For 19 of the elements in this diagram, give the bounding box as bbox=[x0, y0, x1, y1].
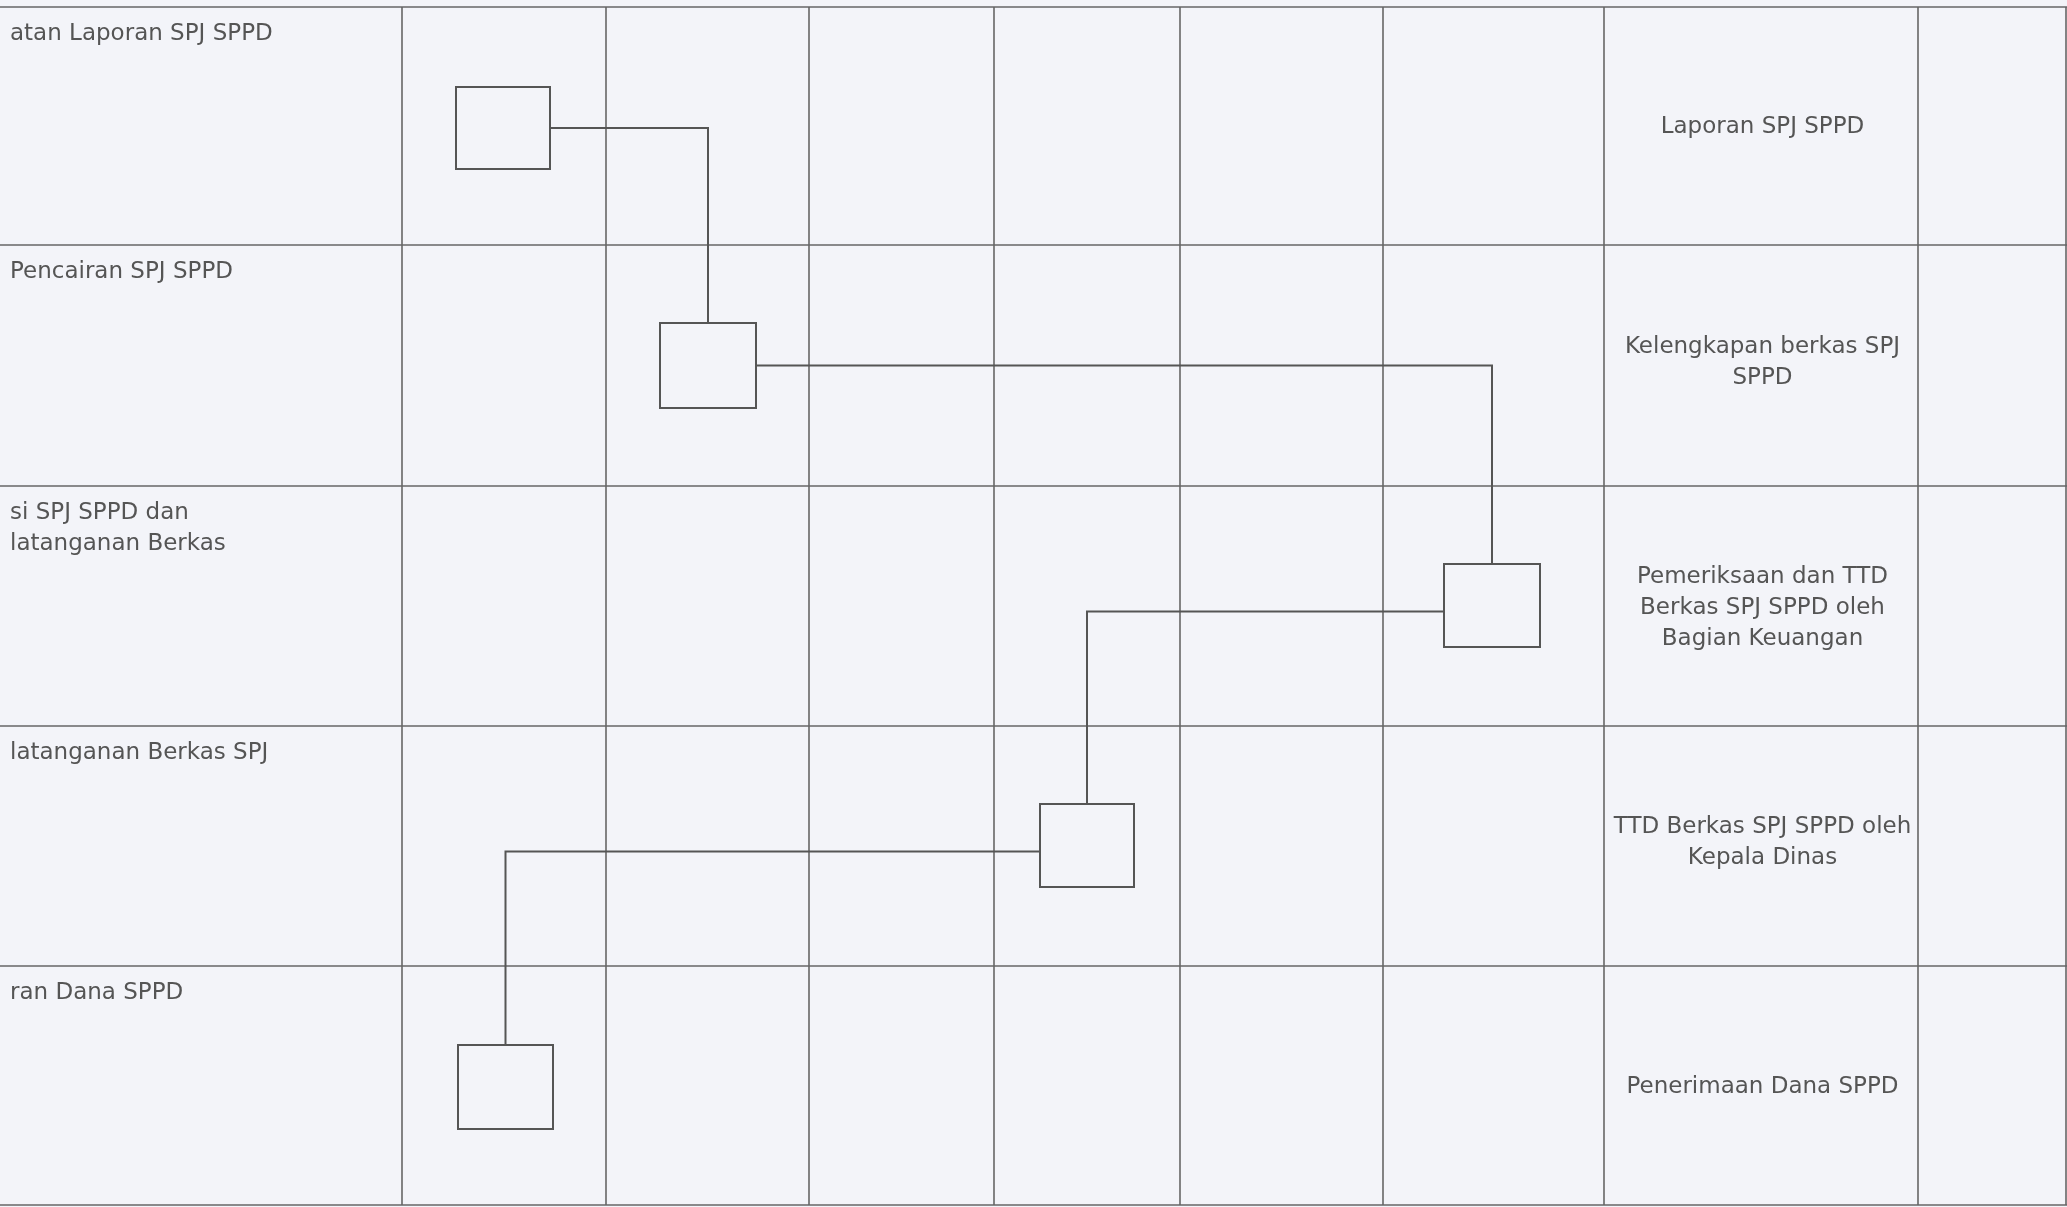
output-label: Laporan SPJ SPPD bbox=[1659, 111, 1866, 140]
connector-line bbox=[504, 850, 1040, 1045]
process-box bbox=[457, 1044, 554, 1130]
output-label: Kelengkapan berkas SPJ SPPD bbox=[1623, 331, 1902, 391]
output-label: Penerimaan Dana SPPD bbox=[1625, 1071, 1900, 1100]
output-label: TTD Berkas SPJ SPPD oleh Kepala Dinas bbox=[1612, 811, 1913, 871]
activity-label: atan Laporan SPJ SPPD bbox=[10, 18, 274, 47]
connector-line bbox=[550, 127, 709, 323]
process-box bbox=[659, 322, 757, 409]
process-box bbox=[455, 86, 551, 170]
process-box bbox=[1443, 563, 1541, 648]
activity-label: si SPJ SPPD dan latanganan Berkas bbox=[10, 497, 227, 557]
output-label: Pemeriksaan dan TTD Berkas SPJ SPPD oleh Bagian Keuangan bbox=[1636, 561, 1889, 652]
connector-line bbox=[756, 364, 1493, 564]
activity-label: latanganan Berkas SPJ bbox=[10, 737, 270, 766]
activity-label: ran Dana SPPD bbox=[10, 977, 185, 1006]
process-box bbox=[1039, 803, 1135, 888]
connector-line bbox=[1086, 610, 1444, 804]
activity-label: Pencairan SPJ SPPD bbox=[10, 256, 234, 285]
